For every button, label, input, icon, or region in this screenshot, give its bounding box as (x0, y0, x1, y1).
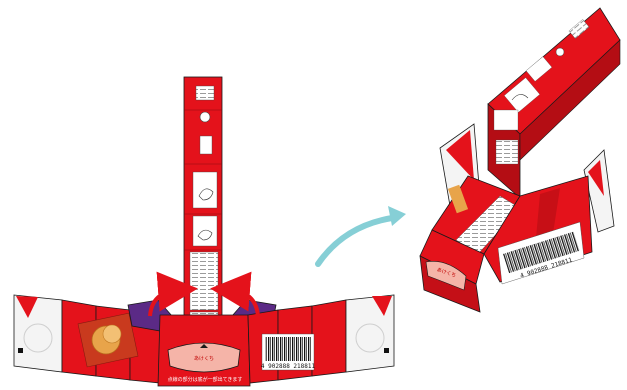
barcode-left: 4 902888 218811 (261, 334, 316, 370)
vertical-spine-panel (184, 77, 222, 349)
barcode-number-left: 4 902888 218811 (261, 363, 316, 370)
curved-arrow-icon (318, 206, 406, 264)
dotted-line-note: 点線の部分は底が一部出てきます (168, 376, 243, 383)
warning-block (196, 86, 214, 100)
recycle-icon (200, 112, 210, 122)
bottom-center-panel: あけくち 点線の部分は底が一部出てきます (158, 315, 250, 386)
nutrition-table (190, 252, 218, 310)
opening-tab-label-left: あけくち (194, 356, 214, 362)
unfolded-box: あけくち 点線の部分は底が一部出てきます 4 902888 218811 (14, 77, 394, 386)
hand-icon (193, 172, 217, 208)
hand-icon (193, 216, 217, 246)
folded-box: 4 902888 218811 あけくち (420, 8, 620, 314)
symbol-block (200, 136, 212, 154)
